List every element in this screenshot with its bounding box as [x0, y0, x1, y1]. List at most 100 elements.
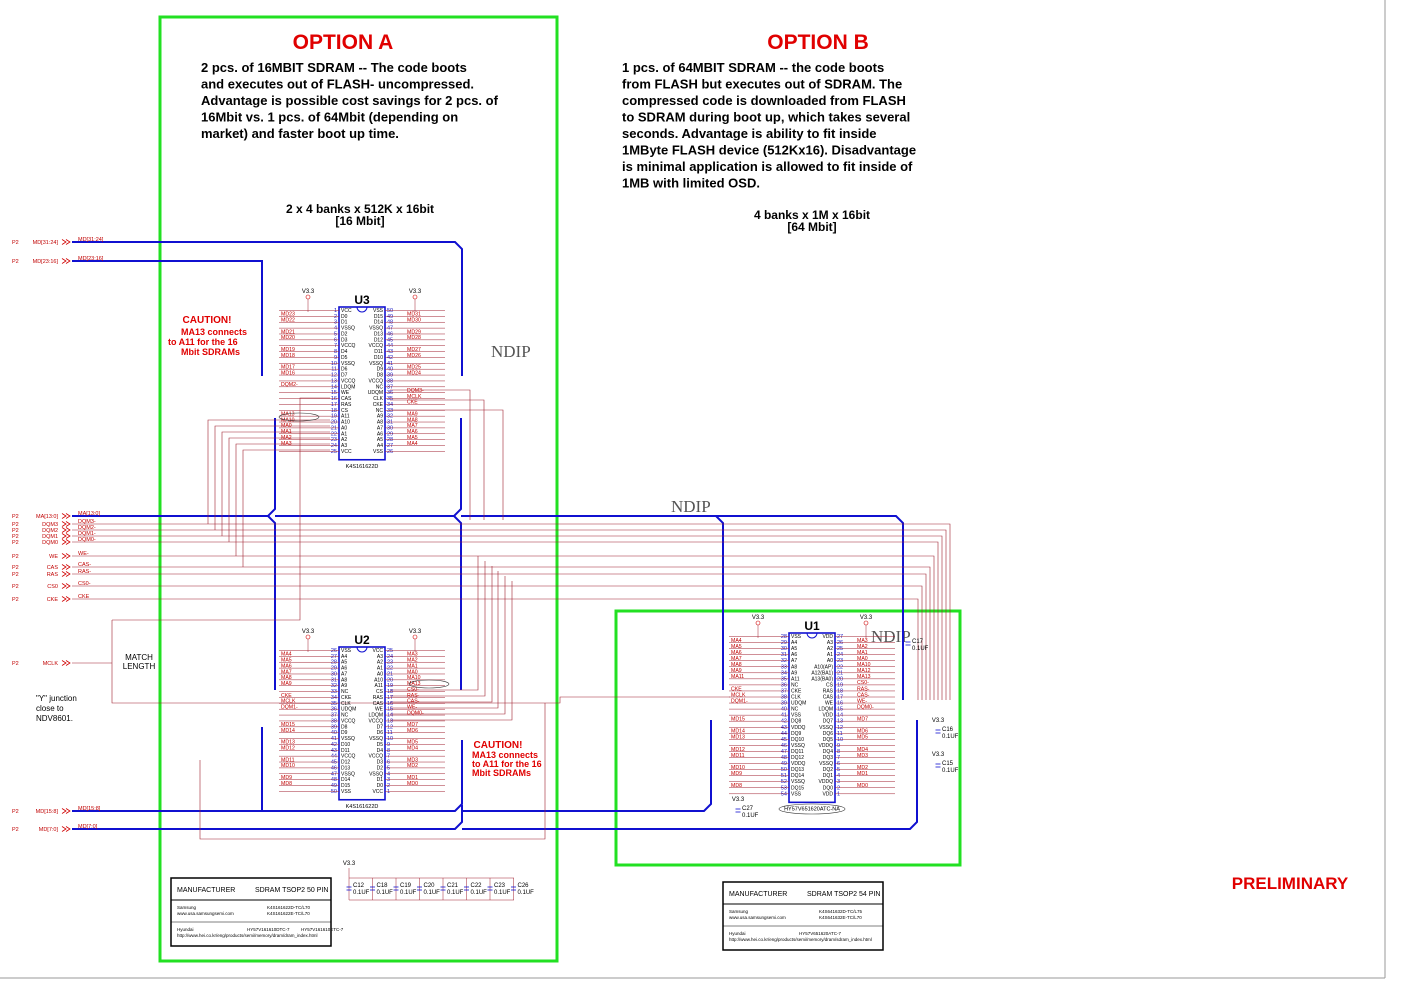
power-symbol: [412, 634, 418, 640]
pin-name: VCCQ: [369, 378, 384, 384]
decoupling-caps: V3.3C120.1UFC180.1UFC190.1UFC200.1UFC210…: [343, 639, 959, 901]
control-wire: [72, 529, 947, 700]
pin-name: D1: [377, 777, 384, 783]
pin-name: A3: [341, 443, 347, 449]
pin-name: A0: [377, 671, 383, 677]
pin-name: VCC: [372, 648, 383, 654]
pin-name: A10: [374, 677, 383, 683]
pin-name: A8: [377, 420, 383, 426]
net-label: MA9: [407, 411, 418, 417]
pin-number: 45: [781, 737, 787, 743]
pin-number: 32: [331, 683, 337, 689]
table-vendor: Samsung: [729, 909, 749, 914]
chip-part-number: HY57V651620ATC-NA: [784, 806, 840, 812]
pin-number: 26: [837, 640, 843, 646]
pin-name: VSSQ: [369, 736, 383, 742]
pin-name: VSS: [373, 449, 384, 455]
caution-bottom-head: CAUTION!: [474, 740, 523, 751]
cap-ref: C23: [494, 883, 506, 889]
table-header-package: SDRAM TSOP2 54 PIN: [807, 891, 880, 898]
option-a-bank-line1: 2 x 4 banks x 512K x 16bit: [286, 202, 434, 216]
net-label: MD31: [407, 312, 421, 318]
pin-name: D14: [374, 320, 383, 326]
cap-ref: C21: [447, 883, 459, 889]
cap-ref: C16: [942, 727, 954, 733]
net-wires: [72, 241, 951, 840]
pin-name: VSSQ: [791, 743, 805, 749]
net-label: MD13: [731, 735, 745, 741]
pin-name: DQ11: [791, 749, 804, 755]
port-page-ref: P2: [12, 554, 19, 560]
port-name: CS0: [47, 584, 58, 590]
port-net-label: CKE: [78, 594, 90, 600]
port-arrow: [61, 513, 71, 519]
pin-number: 39: [781, 701, 787, 707]
port-arrow: [61, 808, 71, 814]
pin-name: D8: [377, 373, 384, 379]
pin-number: 13: [387, 718, 393, 724]
net-label: MA8: [407, 417, 418, 423]
pin-name: A9: [377, 414, 383, 420]
pin-number: 12: [331, 373, 337, 379]
pin-name: CLK: [791, 695, 801, 701]
net-label: MA0: [857, 656, 868, 662]
port-name: DQM1: [42, 534, 58, 540]
option-b-desc-line: to SDRAM during boot up, which takes sev…: [622, 110, 910, 125]
net-label: MCLK: [281, 699, 296, 705]
pin-number: 33: [387, 408, 393, 414]
pin-name: VSS: [341, 648, 352, 654]
pin-name: VSSQ: [819, 725, 833, 731]
net-label: CAS-: [407, 699, 420, 705]
net-label: MD10: [731, 765, 745, 771]
pin-number: 44: [781, 731, 787, 737]
pin-number: 23: [331, 437, 337, 443]
pin-number: 25: [387, 648, 393, 654]
cap-ref: C19: [400, 883, 412, 889]
part-highlight: [778, 803, 846, 815]
control-drop-u3: [228, 437, 330, 542]
caution-top-line2: to A11 for the 16: [168, 337, 238, 347]
pin-number: 5: [387, 765, 390, 771]
net-label: MD17: [281, 365, 295, 371]
pin-number: 4: [387, 771, 390, 777]
option-b-desc-line: compressed code is downloaded from FLASH: [622, 93, 906, 108]
bus-md7-0-u1: [462, 720, 918, 830]
option-b-bank-line2: [64 Mbit]: [787, 220, 836, 234]
pin-number: 2: [837, 785, 840, 791]
pin-name: VDD: [822, 791, 833, 797]
pin-name: DQ13: [791, 767, 804, 773]
table-header-manufacturer: MANUFACTURER: [177, 887, 235, 894]
cap-value: 0.1UF: [742, 813, 759, 819]
pin-name: A7: [377, 425, 383, 431]
net-label: MA1: [407, 663, 418, 669]
cap-value: 0.1UF: [912, 646, 929, 652]
cap-ref: C18: [377, 883, 389, 889]
pin-name: RAS: [373, 695, 384, 701]
pin-name: VDD: [822, 634, 833, 640]
net-label: MA11: [731, 674, 744, 680]
pin-number: 9: [837, 743, 840, 749]
cap-value: 0.1UF: [353, 890, 370, 896]
caution-bottom-line2: to A11 for the 16: [472, 759, 542, 769]
mclk-loop: [199, 703, 546, 840]
pin-name: DQ14: [791, 773, 804, 779]
pin-number: 46: [331, 765, 337, 771]
option-a-desc-line: market) and faster boot up time.: [201, 126, 399, 141]
pin-number: 17: [387, 695, 393, 701]
pin-number: 28: [331, 660, 337, 666]
net-label: MA3: [281, 441, 292, 447]
pin-number: 14: [837, 713, 843, 719]
pin-number: 35: [781, 676, 787, 682]
table-part: K4S641632E-TC/L70: [819, 915, 862, 920]
port-page-ref: P2: [12, 827, 19, 833]
pin-number: 39: [331, 724, 337, 730]
cap-value: 0.1UF: [424, 890, 441, 896]
pin-name: VSSQ: [369, 771, 383, 777]
table-header-manufacturer: MANUFACTURER: [729, 891, 787, 898]
pin-name: A13(BA0): [811, 676, 833, 682]
caution-bottom-line3: Mbit SDRAMs: [472, 768, 531, 778]
port-page-ref: P2: [12, 540, 19, 546]
pin-number: 28: [781, 634, 787, 640]
pin-number: 7: [387, 754, 390, 760]
port-arrow: [61, 596, 71, 602]
